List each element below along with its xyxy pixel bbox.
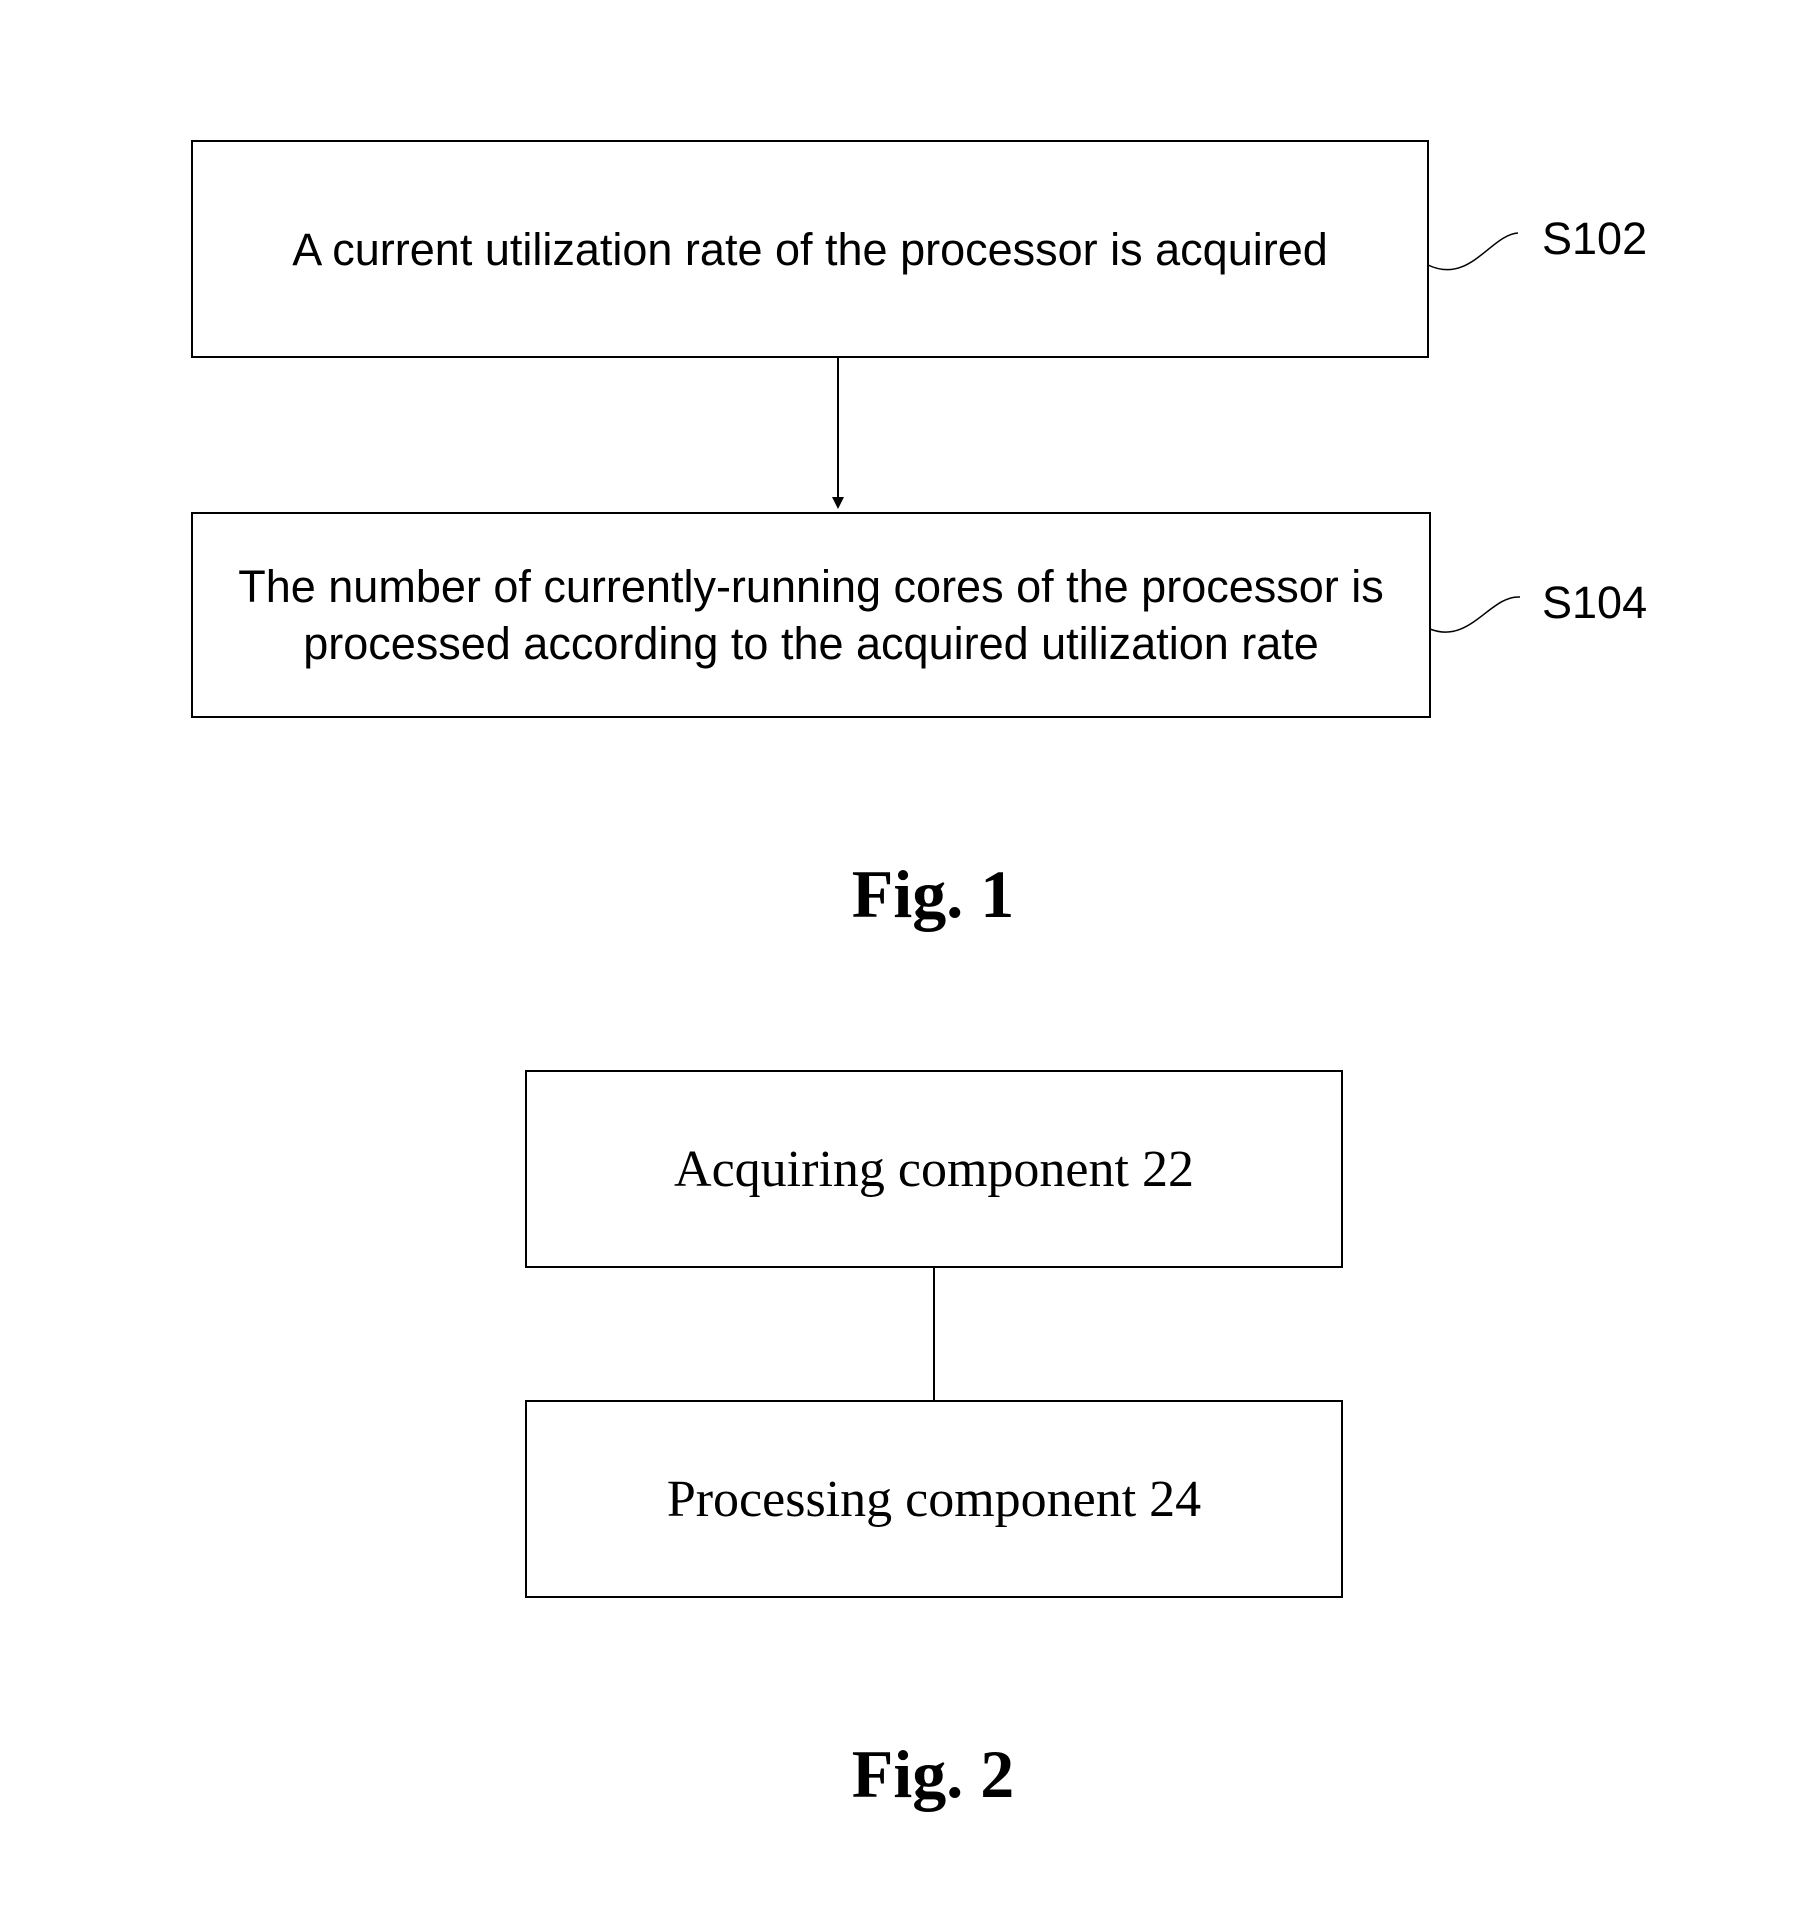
figure-2-caption: Fig. 2 — [733, 1735, 1133, 1814]
step-label-s102: S102 — [1542, 213, 1647, 265]
acquiring-component-box: Acquiring component 22 — [525, 1070, 1343, 1268]
acquiring-component-label: Acquiring component 22 — [674, 1140, 1194, 1199]
figure-1-caption: Fig. 1 — [733, 855, 1133, 934]
step-text-s104: The number of currently-running cores of… — [215, 558, 1407, 672]
step-box-s102: A current utilization rate of the proces… — [191, 140, 1429, 358]
processing-component-box: Processing component 24 — [525, 1400, 1343, 1598]
step-label-s104: S104 — [1542, 577, 1647, 629]
processing-component-label: Processing component 24 — [667, 1470, 1201, 1529]
leader-line-s104 — [1430, 597, 1520, 632]
step-box-s104: The number of currently-running cores of… — [191, 512, 1431, 718]
step-text-s102: A current utilization rate of the proces… — [292, 221, 1328, 278]
leader-line-s102 — [1428, 233, 1518, 270]
